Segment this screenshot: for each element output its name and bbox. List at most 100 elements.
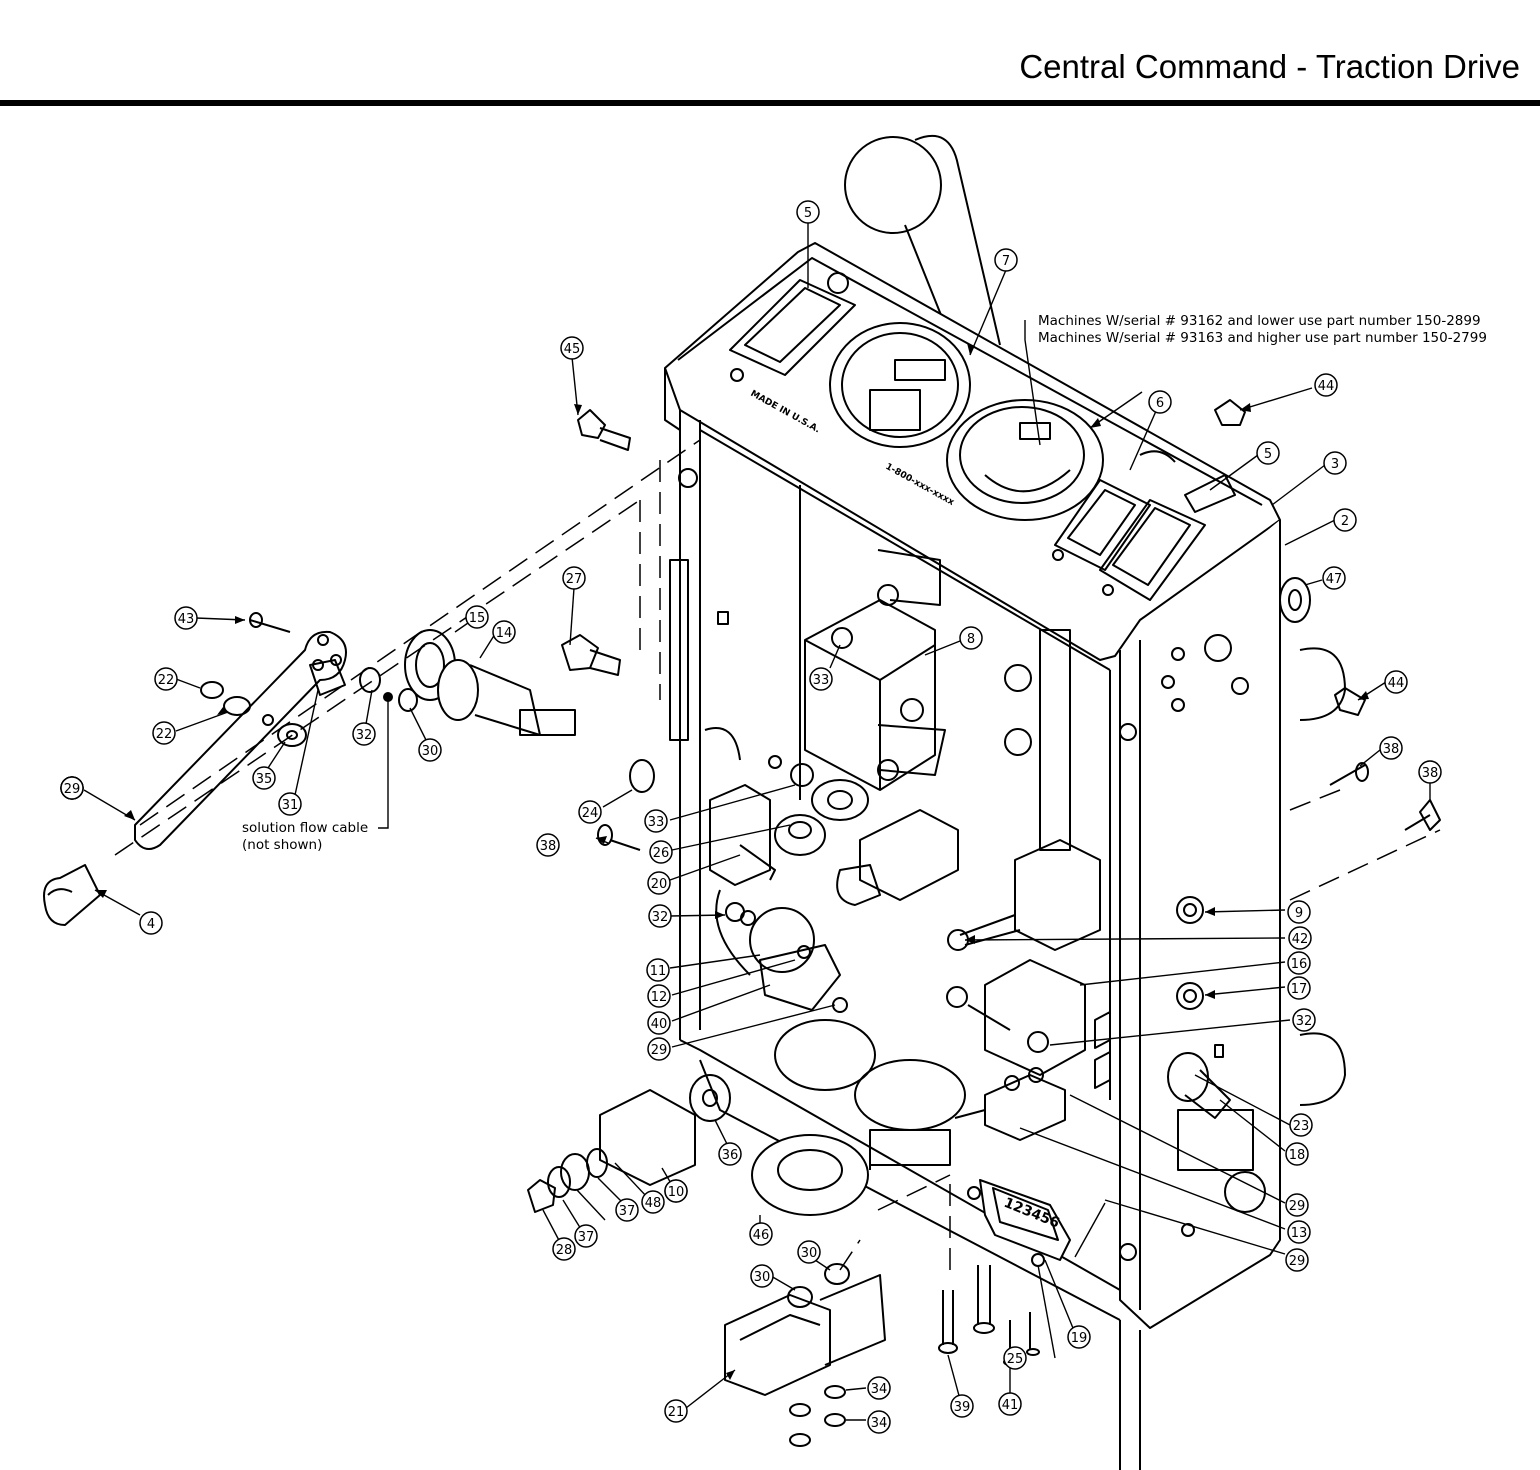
connector-24-38 xyxy=(597,759,655,851)
callout-number: 19 xyxy=(1071,1331,1088,1346)
callout-balloon xyxy=(1333,508,1357,532)
leader-lines xyxy=(83,222,1431,1421)
callout-number: 30 xyxy=(754,1270,771,1285)
callout-balloon xyxy=(562,566,586,590)
callout-balloon xyxy=(1285,1142,1309,1166)
lever-knob xyxy=(43,864,101,926)
callout-number: 26 xyxy=(653,846,670,861)
gauge-dial xyxy=(829,322,971,448)
callout-balloon xyxy=(1256,441,1280,465)
callout-number: 38 xyxy=(1383,742,1400,757)
callout-number: 33 xyxy=(648,815,665,830)
callout-balloon xyxy=(492,620,516,644)
callout-20: 20 xyxy=(647,871,671,895)
callout-40: 40 xyxy=(647,1011,671,1035)
callout-balloon xyxy=(352,722,376,746)
callout-balloon xyxy=(1379,736,1403,760)
callout-number: 22 xyxy=(156,727,173,742)
callout-number: 37 xyxy=(619,1204,636,1219)
alignment-lines xyxy=(114,439,1441,1271)
callout-number: 7 xyxy=(1002,254,1010,269)
callout-30: 30 xyxy=(797,1240,821,1264)
callout-balloon xyxy=(959,626,983,650)
callout-number: 34 xyxy=(871,1416,888,1431)
callout-21: 21 xyxy=(664,1399,688,1423)
callout-3: 3 xyxy=(1323,451,1347,475)
callout-balloon xyxy=(648,904,672,928)
callout-number: 31 xyxy=(282,798,299,813)
callout-balloon xyxy=(1323,451,1347,475)
callout-number: 47 xyxy=(1326,572,1343,587)
callout-30: 30 xyxy=(418,738,442,762)
callout-number: 32 xyxy=(356,728,373,743)
throttle-lever xyxy=(134,630,347,850)
callout-47: 47 xyxy=(1322,566,1346,590)
callout-balloon xyxy=(641,1190,665,1214)
callout-balloon xyxy=(749,1222,773,1246)
callout-balloon xyxy=(152,721,176,745)
callout-balloon xyxy=(1285,1248,1309,1272)
callout-38: 38 xyxy=(1418,760,1442,784)
callout-balloon xyxy=(644,809,668,833)
callout-25: 25 xyxy=(1003,1346,1027,1370)
callout-number: 38 xyxy=(540,839,557,854)
leader-arrowheads xyxy=(95,343,1369,1380)
callout-34: 34 xyxy=(867,1410,891,1434)
callout-balloon xyxy=(750,1264,774,1288)
callout-number: 5 xyxy=(804,206,812,221)
callout-balloon xyxy=(646,958,670,982)
callout-38: 38 xyxy=(1379,736,1403,760)
callout-number: 44 xyxy=(1318,379,1335,394)
callout-37: 37 xyxy=(574,1224,598,1248)
callout-balloon xyxy=(1289,1113,1313,1137)
callout-11: 11 xyxy=(646,958,670,982)
callout-balloon xyxy=(154,667,178,691)
callout-balloon xyxy=(664,1179,688,1203)
callout-number: 30 xyxy=(801,1246,818,1261)
callout-38: 38 xyxy=(536,833,560,857)
callout-balloon xyxy=(1287,976,1311,1000)
callout-number: 41 xyxy=(1002,1398,1019,1413)
callout-32: 32 xyxy=(352,722,376,746)
serial-note-higher: Machines W/serial # 93163 and higher use… xyxy=(1038,330,1487,346)
callout-number: 29 xyxy=(64,782,81,797)
callout-number: 42 xyxy=(1292,932,1309,947)
potentiometer xyxy=(404,629,576,736)
callout-balloon xyxy=(1418,760,1442,784)
fuse-holder xyxy=(709,763,869,886)
callout-13: 13 xyxy=(1287,1220,1311,1244)
callout-balloon xyxy=(1003,1346,1027,1370)
callout-12: 12 xyxy=(647,984,671,1008)
callout-balloon xyxy=(1287,951,1311,975)
callout-number: 13 xyxy=(1291,1226,1308,1241)
callout-balloon xyxy=(797,1240,821,1264)
grommets-right xyxy=(1167,577,1346,1119)
callout-balloon xyxy=(867,1410,891,1434)
callout-number: 39 xyxy=(954,1400,971,1415)
callout-30: 30 xyxy=(750,1264,774,1288)
bolt-27 xyxy=(561,634,621,676)
callout-balloon xyxy=(998,1392,1022,1416)
callout-8: 8 xyxy=(959,626,983,650)
callout-number: 10 xyxy=(668,1185,685,1200)
callout-32: 32 xyxy=(1292,1008,1316,1032)
right-internal-parts xyxy=(946,629,1111,1141)
callout-balloon xyxy=(809,667,833,691)
callout-balloon xyxy=(1285,1193,1309,1217)
callout-balloon xyxy=(867,1376,891,1400)
callout-balloon xyxy=(1322,566,1346,590)
callout-37: 37 xyxy=(615,1198,639,1222)
callout-balloon xyxy=(1287,1220,1311,1244)
callout-balloon xyxy=(796,200,820,224)
contactor-assembly xyxy=(804,549,946,791)
callout-35: 35 xyxy=(252,766,276,790)
callout-22: 22 xyxy=(152,721,176,745)
callout-number: 29 xyxy=(1289,1254,1306,1269)
callout-number: 4 xyxy=(147,917,155,932)
callout-number: 40 xyxy=(651,1017,668,1032)
callout-number: 43 xyxy=(178,612,195,627)
rocker-switch-left xyxy=(729,272,856,382)
bottom-grommet xyxy=(751,1134,869,1216)
callout-34: 34 xyxy=(867,1376,891,1400)
callout-number: 6 xyxy=(1156,396,1164,411)
